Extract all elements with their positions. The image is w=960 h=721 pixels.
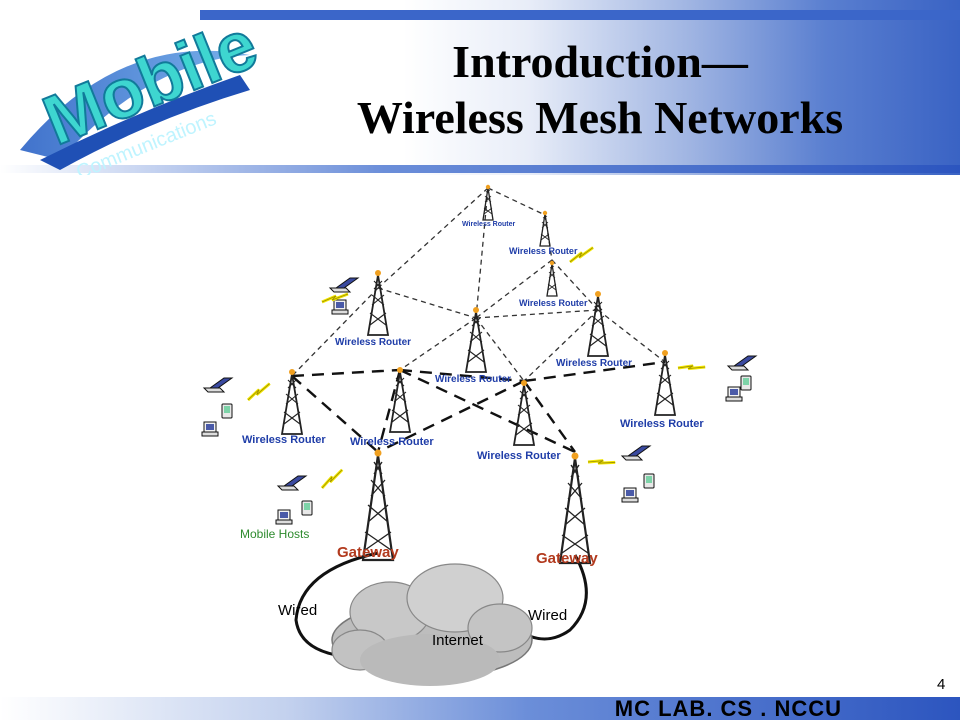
gateway-label-right: Gateway [536, 550, 598, 567]
laptop-icon [727, 355, 757, 371]
lightning-icon [243, 382, 274, 402]
title-line-1: Introduction— [452, 36, 748, 87]
mobile-hosts-label: Mobile Hosts [240, 527, 309, 541]
router-center [465, 306, 487, 373]
desktop-icon [275, 509, 293, 525]
router-label-left-mid: Wireless Router [350, 436, 434, 448]
slide-title: Introduction— Wireless Mesh Networks [280, 34, 920, 146]
host-cluster-right [676, 355, 757, 402]
footer-lab-name: MC LAB. CS . NCCU [614, 696, 842, 721]
router-label-far-left: Wireless Router [242, 434, 326, 446]
desktop-icon [331, 299, 349, 315]
lightning-icon [586, 452, 617, 472]
router-label-upper-right: Wireless Router [519, 298, 588, 308]
header-top-stripe [200, 10, 960, 20]
router-upper-left [367, 269, 389, 336]
mobile-communications-logo: Mobile Communications [20, 3, 260, 175]
host-cluster-bottom-left [275, 468, 348, 525]
wired-link-right [517, 554, 588, 641]
wired-label-right: Wired [528, 607, 567, 624]
internet-label: Internet [432, 632, 484, 649]
wired-link-left [294, 551, 379, 658]
title-line-2: Wireless Mesh Networks [356, 92, 844, 143]
router-upper-right [546, 260, 558, 297]
gateway-label-left: Gateway [337, 544, 399, 561]
router-label-center: Wireless Router [435, 374, 511, 385]
page-number: 4 [937, 676, 946, 693]
lightning-icon [676, 358, 707, 377]
router-far-left [281, 368, 303, 435]
desktop-icon [621, 487, 639, 503]
laptop-icon [621, 445, 651, 461]
wired-label-left: Wired [278, 602, 317, 619]
router-label-far-right: Wireless Router [620, 418, 704, 430]
laptop-icon [203, 377, 233, 393]
router-label-upper-left: Wireless Router [335, 337, 411, 348]
laptop-icon [277, 475, 307, 491]
footer-band [0, 697, 960, 720]
mesh-links-thick [291, 360, 666, 454]
router-right-mid [587, 290, 609, 357]
lightning-icon [317, 468, 348, 490]
header-bottom-stripe [0, 165, 960, 173]
router-label-right-mid: Wireless Router [556, 358, 632, 369]
pda-icon [643, 473, 655, 489]
host-cluster-left [201, 377, 274, 437]
internet-cloud [331, 563, 533, 686]
router-label-lower-center: Wireless Router [477, 450, 561, 462]
router-label-top-right: Wireless Router [509, 246, 578, 256]
gateway-right-tower [558, 451, 592, 565]
pda-icon [221, 403, 233, 419]
wmn-diagram: Internet Wireless Router Wireless Router… [201, 184, 757, 686]
header-band [0, 0, 960, 175]
router-far-right [654, 349, 676, 416]
laptop-icon [329, 277, 359, 293]
router-top-right [539, 210, 551, 247]
desktop-icon [725, 386, 743, 402]
router-label-top: Wireless Router [462, 221, 516, 228]
desktop-icon [201, 421, 219, 437]
pda-icon [301, 500, 313, 516]
host-cluster-bottom-right [586, 445, 655, 503]
pda-icon [740, 375, 752, 391]
host-cluster-upper-left [320, 277, 359, 315]
